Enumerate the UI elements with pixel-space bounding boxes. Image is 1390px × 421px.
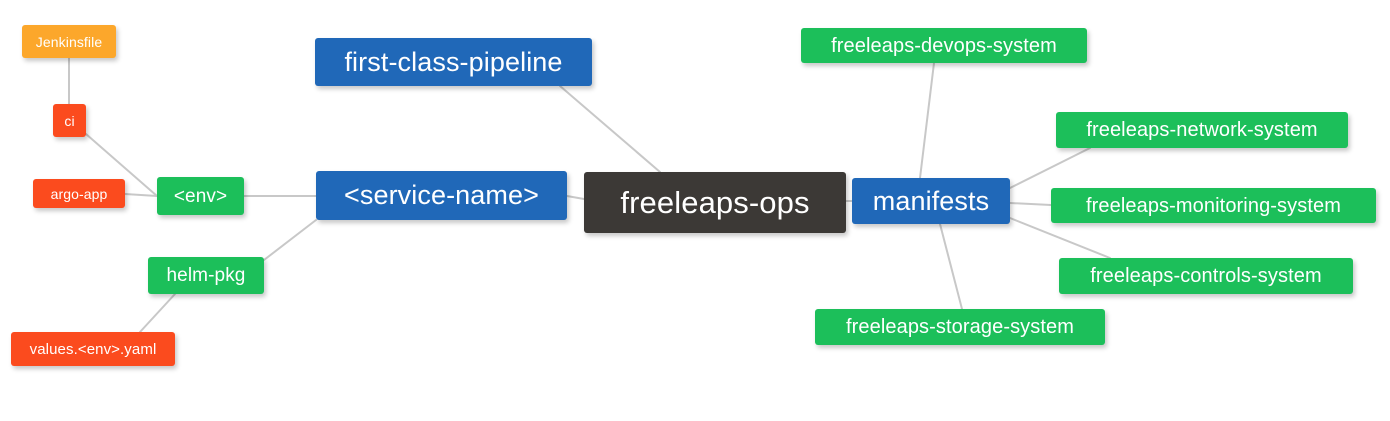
node-label-values-yaml: values.<env>.yaml	[29, 340, 157, 358]
edge-service-name-to-helm-pkg	[263, 219, 317, 261]
node-helm-pkg[interactable]: helm-pkg	[148, 257, 264, 294]
node-manifests[interactable]: manifests	[852, 178, 1010, 224]
node-label-freeleaps-storage-system: freeleaps-storage-system	[845, 316, 1075, 338]
node-label-helm-pkg: helm-pkg	[166, 265, 246, 286]
edge-manifests-to-freeleaps-network-system	[1009, 147, 1091, 189]
edge-manifests-to-freeleaps-controls-system	[1009, 217, 1111, 259]
edge-first-class-pipeline-to-freeleaps-ops	[559, 85, 661, 173]
edge-argo-app-to-env	[124, 193, 158, 197]
edge-helm-pkg-to-values-yaml	[139, 293, 176, 333]
node-first-class-pipeline[interactable]: first-class-pipeline	[315, 38, 592, 86]
edge-manifests-to-freeleaps-storage-system	[939, 223, 963, 310]
node-env[interactable]: <env>	[157, 177, 244, 215]
node-label-freeleaps-network-system: freeleaps-network-system	[1086, 119, 1318, 141]
edge-manifests-to-freeleaps-monitoring-system	[1009, 202, 1052, 206]
node-label-ci: ci	[64, 112, 75, 129]
node-label-first-class-pipeline: first-class-pipeline	[344, 46, 563, 77]
node-freeleaps-devops-system[interactable]: freeleaps-devops-system	[801, 28, 1087, 63]
edge-service-name-to-freeleaps-ops	[566, 195, 585, 200]
node-label-manifests: manifests	[872, 185, 990, 216]
node-ci[interactable]: ci	[53, 104, 86, 137]
node-label-freeleaps-monitoring-system: freeleaps-monitoring-system	[1085, 194, 1341, 217]
node-label-freeleaps-controls-system: freeleaps-controls-system	[1090, 265, 1322, 287]
node-freeleaps-monitoring-system[interactable]: freeleaps-monitoring-system	[1051, 188, 1376, 223]
node-freeleaps-controls-system[interactable]: freeleaps-controls-system	[1059, 258, 1353, 294]
node-service-name[interactable]: <service-name>	[316, 171, 567, 220]
node-jenkinsfile[interactable]: Jenkinsfile	[22, 25, 116, 58]
edge-manifests-to-freeleaps-devops-system	[919, 62, 935, 179]
node-argo-app[interactable]: argo-app	[33, 179, 125, 208]
node-label-freeleaps-devops-system: freeleaps-devops-system	[831, 34, 1057, 57]
node-values-yaml[interactable]: values.<env>.yaml	[11, 332, 175, 366]
node-freeleaps-ops[interactable]: freeleaps-ops	[584, 172, 846, 233]
node-label-argo-app: argo-app	[50, 185, 108, 202]
node-label-freeleaps-ops: freeleaps-ops	[620, 185, 810, 220]
node-freeleaps-network-system[interactable]: freeleaps-network-system	[1056, 112, 1348, 148]
node-label-env: <env>	[173, 185, 228, 207]
node-label-service-name: <service-name>	[344, 180, 539, 210]
node-freeleaps-storage-system[interactable]: freeleaps-storage-system	[815, 309, 1105, 345]
node-label-jenkinsfile: Jenkinsfile	[35, 33, 103, 50]
